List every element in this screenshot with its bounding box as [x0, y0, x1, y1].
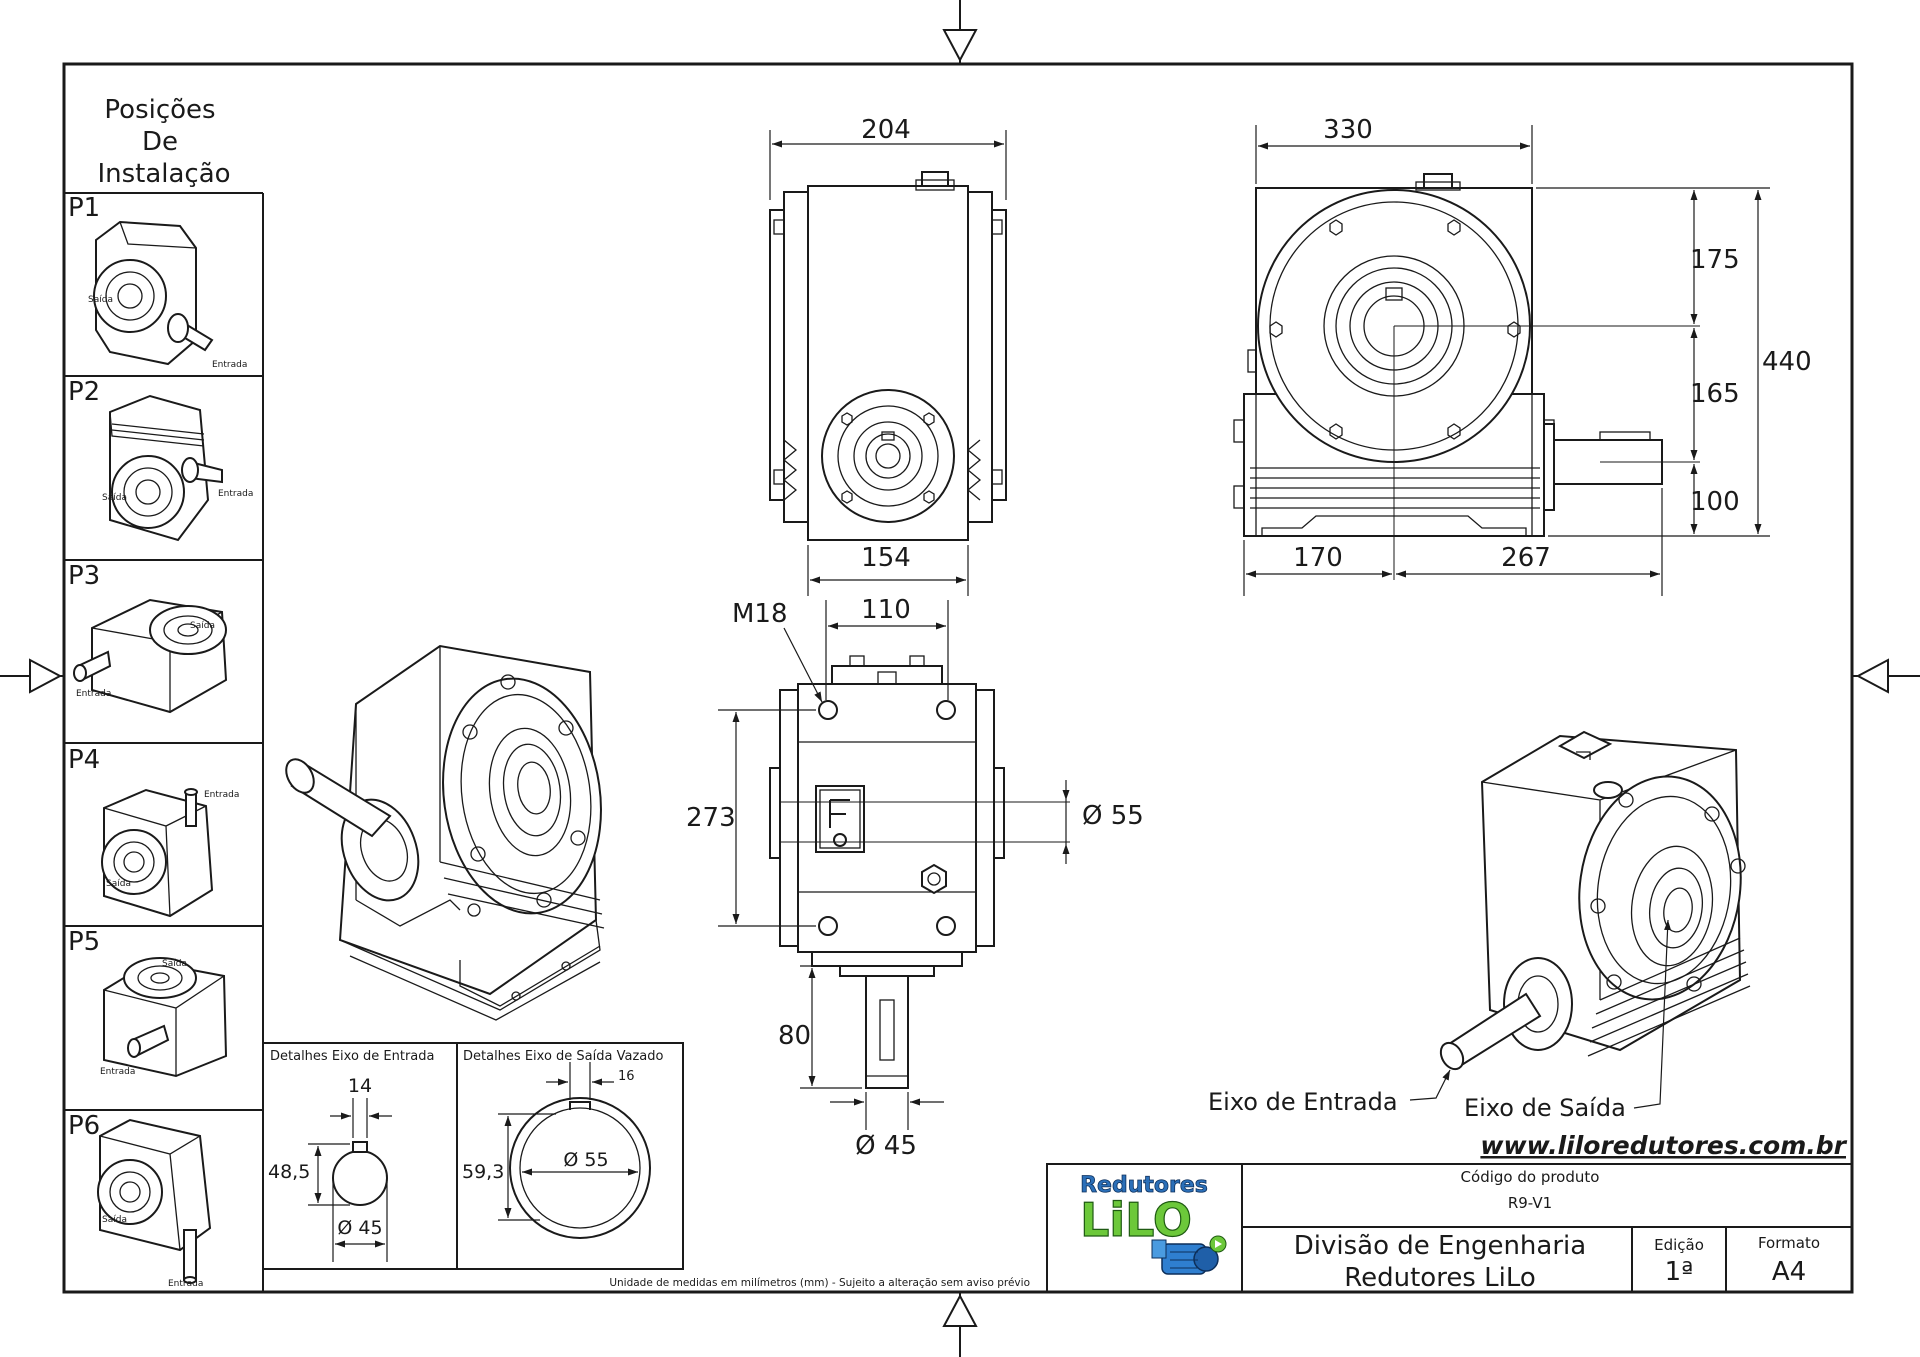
bottom-view: 110 M18 273 Ø 55 80 Ø 45	[686, 595, 1144, 1161]
detail-saida-title: Detalhes Eixo de Saída Vazado	[463, 1049, 663, 1064]
position-p5: P5 Entrada Saída	[68, 927, 228, 1078]
detail-saida-dia: Ø 55	[563, 1149, 608, 1171]
installation-positions-panel: Posições De Instalação P1 Saída Entrada …	[64, 95, 264, 1292]
dim-side-width: 330	[1323, 115, 1373, 145]
codigo-value: R9-V1	[1508, 1194, 1552, 1212]
detail-entrada-height: 48,5	[268, 1161, 310, 1183]
position-p3: P3 Entrada Saída	[68, 561, 228, 714]
position-p6: P6 Entrada Saída	[68, 1111, 212, 1289]
dim-bottom-bore: Ø 55	[1082, 801, 1144, 831]
dim-side-left: 170	[1293, 543, 1343, 573]
saida-label: Saída	[102, 493, 127, 503]
dim-side-h3: 100	[1690, 487, 1740, 517]
shaft-details-panel: Detalhes Eixo de Entrada Detalhes Eixo d…	[262, 1042, 684, 1270]
dim-bottom-height: 273	[686, 803, 736, 833]
dim-side-h2: 165	[1690, 379, 1740, 409]
position-label: P3	[68, 561, 100, 591]
isometric-view-left	[285, 644, 605, 1021]
detail-saida-key: 16	[618, 1069, 635, 1084]
position-p4: P4 Entrada Saída	[68, 745, 239, 918]
detail-entrada-title: Detalhes Eixo de Entrada	[270, 1049, 435, 1064]
saida-label: Saída	[106, 879, 131, 889]
dim-top-base: 154	[861, 543, 911, 573]
dim-top-width: 204	[861, 115, 911, 145]
logo-text-main: LiLO	[1080, 1193, 1192, 1247]
motor-icon	[1151, 1235, 1227, 1275]
title-block: Redutores LiLO Código do produto R9-V1 D…	[1046, 1163, 1853, 1293]
position-label: P6	[68, 1111, 100, 1141]
detail-entrada-dia: Ø 45	[337, 1217, 382, 1239]
top-view: 204 154	[769, 115, 1007, 596]
division-line1: Divisão de Engenharia	[1294, 1231, 1586, 1261]
positions-title-line2: De	[142, 127, 178, 157]
dim-bottom-width: 110	[861, 595, 911, 625]
saida-label: Saída	[88, 295, 113, 305]
edicao-label: Edição	[1654, 1236, 1704, 1254]
units-note: Unidade de medidas em milímetros (mm) - …	[609, 1277, 1030, 1289]
saida-label: Saída	[102, 1215, 127, 1225]
detail-entrada-drawing: 14 48,5 Ø 45	[268, 1075, 392, 1262]
dim-bottom-shaft-dia: Ø 45	[855, 1131, 917, 1161]
logo-text-top: Redutores	[1080, 1173, 1208, 1198]
codigo-label: Código do produto	[1461, 1168, 1600, 1186]
detail-saida-height: 59,3	[462, 1161, 504, 1183]
dim-side-h1: 175	[1690, 245, 1740, 275]
dim-side-total: 440	[1762, 347, 1812, 377]
website-url: www.liloredutores.com.br	[1480, 1131, 1847, 1160]
saida-label: Saída	[162, 959, 187, 969]
formato-label: Formato	[1758, 1234, 1820, 1252]
position-label: P5	[68, 927, 100, 957]
entrada-label: Entrada	[76, 689, 111, 699]
entrada-label: Entrada	[218, 489, 253, 499]
entrada-label: Entrada	[212, 360, 247, 370]
dim-bottom-thread: M18	[732, 599, 788, 629]
positions-title-line3: Instalação	[97, 159, 230, 189]
entrada-label: Entrada	[100, 1067, 135, 1077]
detail-entrada-key: 14	[348, 1075, 372, 1097]
saida-label: Saída	[190, 621, 215, 631]
position-p2: P2 Saída Entrada	[68, 377, 253, 542]
position-label: P4	[68, 745, 100, 775]
dim-side-right: 267	[1501, 543, 1551, 573]
side-view: 330 175 165 100 440 170 267	[1233, 115, 1812, 596]
company-logo: Redutores LiLO	[1079, 1173, 1227, 1275]
formato-value: A4	[1772, 1257, 1806, 1287]
label-eixo-entrada: Eixo de Entrada	[1208, 1088, 1398, 1116]
detail-saida-drawing: 16 59,3 Ø 55	[462, 1062, 651, 1239]
dim-bottom-shaft-len: 80	[778, 1021, 811, 1051]
position-label: P1	[68, 193, 100, 223]
label-eixo-saida: Eixo de Saída	[1464, 1094, 1626, 1122]
isometric-view-right: Eixo de Entrada Eixo de Saída	[1208, 730, 1751, 1122]
edicao-value: 1ª	[1665, 1257, 1694, 1287]
position-label: P2	[68, 377, 100, 407]
entrada-label: Entrada	[168, 1279, 203, 1289]
positions-title-line1: Posições	[104, 95, 215, 125]
position-p1: P1 Saída Entrada	[68, 193, 247, 370]
division-line2: Redutores LiLo	[1344, 1263, 1536, 1293]
entrada-label: Entrada	[204, 790, 239, 800]
